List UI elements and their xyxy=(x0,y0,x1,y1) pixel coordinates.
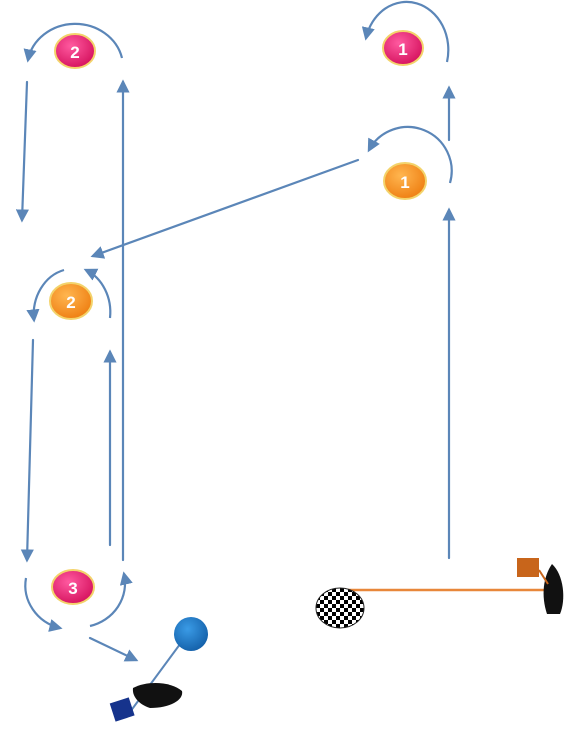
leg-mark-2-orange-down xyxy=(27,340,33,560)
mark-2-top-label: 2 xyxy=(70,43,79,62)
mark-1-top: 1 xyxy=(383,31,423,65)
orange-flag-icon xyxy=(517,558,539,577)
mark-2-orange: 2 xyxy=(50,283,92,319)
mark-1-top-label: 1 xyxy=(398,40,407,59)
checkered-buoy-icon xyxy=(316,588,364,628)
mark-1-orange-label: 1 xyxy=(400,173,409,192)
pin-boat-icon xyxy=(133,683,182,708)
committee-boat-icon xyxy=(544,564,564,614)
pin-end xyxy=(110,617,208,722)
blue-flag-icon xyxy=(110,697,135,721)
mark-3: 3 xyxy=(52,570,94,604)
mark-3-label: 3 xyxy=(68,579,77,598)
start-line xyxy=(316,558,563,628)
turn-mark-3-right xyxy=(90,574,125,626)
leg-mark-2-top-down xyxy=(22,82,27,220)
mark-1-orange: 1 xyxy=(384,163,426,199)
mark-2-orange-label: 2 xyxy=(66,293,75,312)
mark-2-top: 2 xyxy=(55,34,95,68)
leg-mark-1-to-mark-2 xyxy=(93,160,358,256)
turn-arcs xyxy=(25,2,451,628)
pin-buoy-icon xyxy=(174,617,208,651)
leg-to-finish xyxy=(90,638,136,660)
